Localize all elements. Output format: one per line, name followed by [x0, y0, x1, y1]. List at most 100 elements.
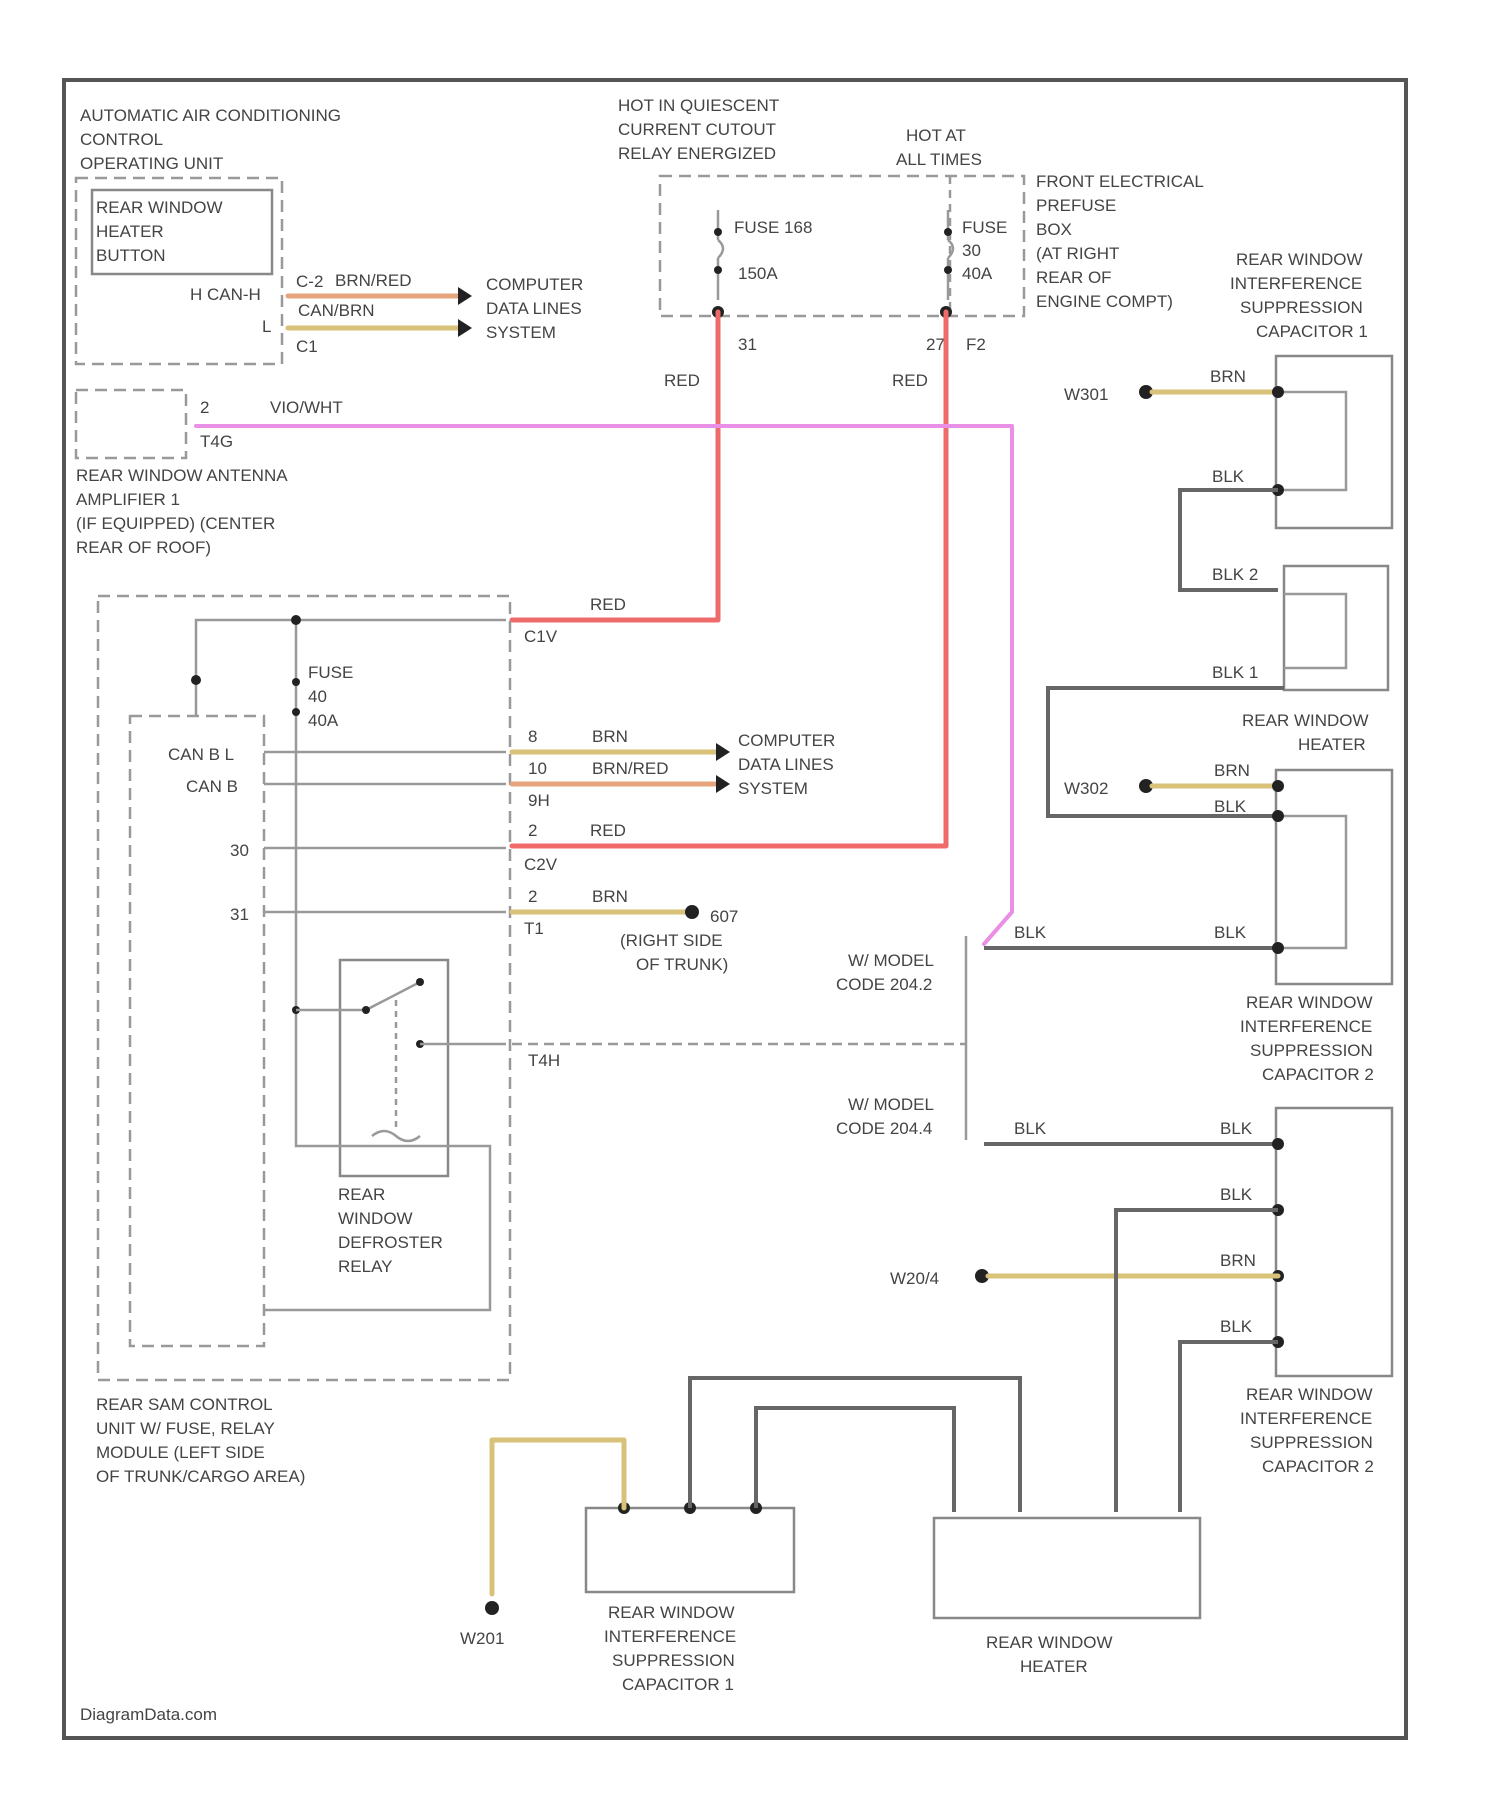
- wire-blk-m2: BLK: [1014, 1119, 1047, 1138]
- red-power-wires: RED RED RED RED: [512, 312, 946, 846]
- pin-c2v-label: C2V: [524, 855, 558, 874]
- pin-30-label: 30: [230, 841, 249, 860]
- pin-c2-label: C-2: [296, 272, 323, 291]
- model-1-line-2: CODE 204.2: [836, 975, 932, 994]
- pin-27-label: 27: [926, 335, 945, 354]
- wire-red-label-4: RED: [590, 821, 626, 840]
- relay-label-1: REAR: [338, 1185, 385, 1204]
- pin-2c-label: 2: [528, 887, 537, 906]
- ground-trunk-3: OF TRUNK): [636, 955, 728, 974]
- front-box-2: PREFUSE: [1036, 196, 1116, 215]
- rear-sam-control-unit: C1V FUSE 40 40A CAN B L CAN B 30 31 8 10…: [96, 596, 966, 1486]
- front-box-1: FRONT ELECTRICAL: [1036, 172, 1204, 191]
- fuse-left-1: FUSE 168: [734, 218, 812, 237]
- pin-c1-label: C1: [296, 337, 318, 356]
- cap1-bottom-4: CAPACITOR 1: [622, 1675, 734, 1694]
- antenna-amp-1: REAR WINDOW ANTENNA: [76, 466, 288, 485]
- fuse-right-3: 40A: [962, 264, 993, 283]
- supp-cap-3-right-4: CAPACITOR 2: [1262, 1457, 1374, 1476]
- pin-31b-label: 31: [230, 905, 249, 924]
- supp-cap-2-right-2: INTERFERENCE: [1240, 1017, 1372, 1036]
- wire-blk-r2: BLK: [1214, 797, 1247, 816]
- front-box-5: REAR OF: [1036, 268, 1112, 287]
- computer-lines-mid-3: SYSTEM: [738, 779, 808, 798]
- supp-cap-2-right-4: CAPACITOR 2: [1262, 1065, 1374, 1084]
- computer-lines-top-1: COMPUTER: [486, 275, 583, 294]
- ground-w301: W301: [1064, 385, 1108, 404]
- model-1-line-1: W/ MODEL: [848, 951, 934, 970]
- pin-8-label: 8: [528, 727, 537, 746]
- wire-brn-r3: BRN: [1220, 1251, 1256, 1270]
- sam-unit-2: UNIT W/ FUSE, RELAY: [96, 1419, 275, 1438]
- ac-unit-label-3: OPERATING UNIT: [80, 154, 223, 173]
- wire-brn-red2-label: BRN/RED: [592, 759, 669, 778]
- heater-button-label-3: BUTTON: [96, 246, 166, 265]
- pin-f2-label: F2: [966, 335, 986, 354]
- ac-unit-label-1: AUTOMATIC AIR CONDITIONING: [80, 106, 341, 125]
- cap1-bottom-2: INTERFERENCE: [604, 1627, 736, 1646]
- pin-2b-label: 2: [528, 821, 537, 840]
- hot-quiescent-1: HOT IN QUIESCENT: [618, 96, 779, 115]
- wire-brn-red-label: BRN/RED: [335, 271, 412, 290]
- fuse-left-2: 150A: [738, 264, 778, 283]
- can-b-l-label: CAN B L: [168, 745, 234, 764]
- antenna-amp-3: (IF EQUIPPED) (CENTER: [76, 514, 275, 533]
- model-code-selector: W/ MODEL CODE 204.2 W/ MODEL CODE 204.4 …: [836, 923, 1278, 1144]
- fuse-right-1: FUSE: [962, 218, 1007, 237]
- sam-unit-4: OF TRUNK/CARGO AREA): [96, 1467, 305, 1486]
- fuse-right-2: 30: [962, 241, 981, 260]
- hot-all-times-2: ALL TIMES: [896, 150, 982, 169]
- sam-unit-3: MODULE (LEFT SIDE: [96, 1443, 265, 1462]
- wire-brn2-label: BRN: [592, 887, 628, 906]
- supp-cap-3-right-3: SUPPRESSION: [1250, 1433, 1373, 1452]
- supp-cap-2-right-1: REAR WINDOW: [1246, 993, 1373, 1012]
- hot-quiescent-2: CURRENT CUTOUT: [618, 120, 776, 139]
- heater-bottom-1: REAR WINDOW: [986, 1633, 1113, 1652]
- fuse-sam-1: FUSE: [308, 663, 353, 682]
- pin-c1v-label: C1V: [524, 627, 558, 646]
- fuse-sam-3: 40A: [308, 711, 339, 730]
- hcan-l-label: L: [262, 317, 271, 336]
- antenna-amp-2: AMPLIFIER 1: [76, 490, 180, 509]
- pin-t1-label: T1: [524, 919, 544, 938]
- wire-brn-r2: BRN: [1214, 761, 1250, 780]
- wire-can-brn-label: CAN/BRN: [298, 301, 375, 320]
- right-components: REAR WINDOW INTERFERENCE SUPPRESSION CAP…: [890, 250, 1392, 1512]
- supp-cap-1-right-2: INTERFERENCE: [1230, 274, 1362, 293]
- supp-cap-1-right-4: CAPACITOR 1: [1256, 322, 1368, 341]
- wire-red-label-3: RED: [590, 595, 626, 614]
- ground-trunk-1: 607: [710, 907, 738, 926]
- model-2-line-1: W/ MODEL: [848, 1095, 934, 1114]
- ground-w201: W201: [460, 1629, 504, 1648]
- ground-w302: W302: [1064, 779, 1108, 798]
- cap1-bottom-1: REAR WINDOW: [608, 1603, 735, 1622]
- wire-blk-m1: BLK: [1014, 923, 1047, 942]
- pin-31-label: 31: [738, 335, 757, 354]
- heater-bottom-2: HEATER: [1020, 1657, 1088, 1676]
- can-b-label: CAN B: [186, 777, 238, 796]
- heater-button-label-2: HEATER: [96, 222, 164, 241]
- wire-blk-r3: BLK: [1214, 923, 1247, 942]
- heater-button-label-1: REAR WINDOW: [96, 198, 223, 217]
- heater-right-2: HEATER: [1298, 735, 1366, 754]
- wire-blk2-r: BLK 2: [1212, 565, 1258, 584]
- ac-unit-label-2: CONTROL: [80, 130, 163, 149]
- model-2-line-2: CODE 204.4: [836, 1119, 932, 1138]
- ac-operating-unit: AUTOMATIC AIR CONDITIONING CONTROL OPERA…: [76, 106, 583, 364]
- front-box-3: BOX: [1036, 220, 1072, 239]
- supp-cap-3-right-1: REAR WINDOW: [1246, 1385, 1373, 1404]
- heater-right-1: REAR WINDOW: [1242, 711, 1369, 730]
- sam-unit-1: REAR SAM CONTROL: [96, 1395, 273, 1414]
- front-box-6: ENGINE COMPT): [1036, 292, 1173, 311]
- computer-lines-top-2: DATA LINES: [486, 299, 582, 318]
- computer-lines-top-3: SYSTEM: [486, 323, 556, 342]
- supp-cap-1-right-3: SUPPRESSION: [1240, 298, 1363, 317]
- antenna-amp-4: REAR OF ROOF): [76, 538, 211, 557]
- pin-t4h-label: T4H: [528, 1051, 560, 1070]
- cap1-bottom-3: SUPPRESSION: [612, 1651, 735, 1670]
- pin-9h-label: 9H: [528, 791, 550, 810]
- hot-quiescent-3: RELAY ENERGIZED: [618, 144, 776, 163]
- computer-lines-mid-2: DATA LINES: [738, 755, 834, 774]
- wire-blk-r5: BLK: [1220, 1185, 1253, 1204]
